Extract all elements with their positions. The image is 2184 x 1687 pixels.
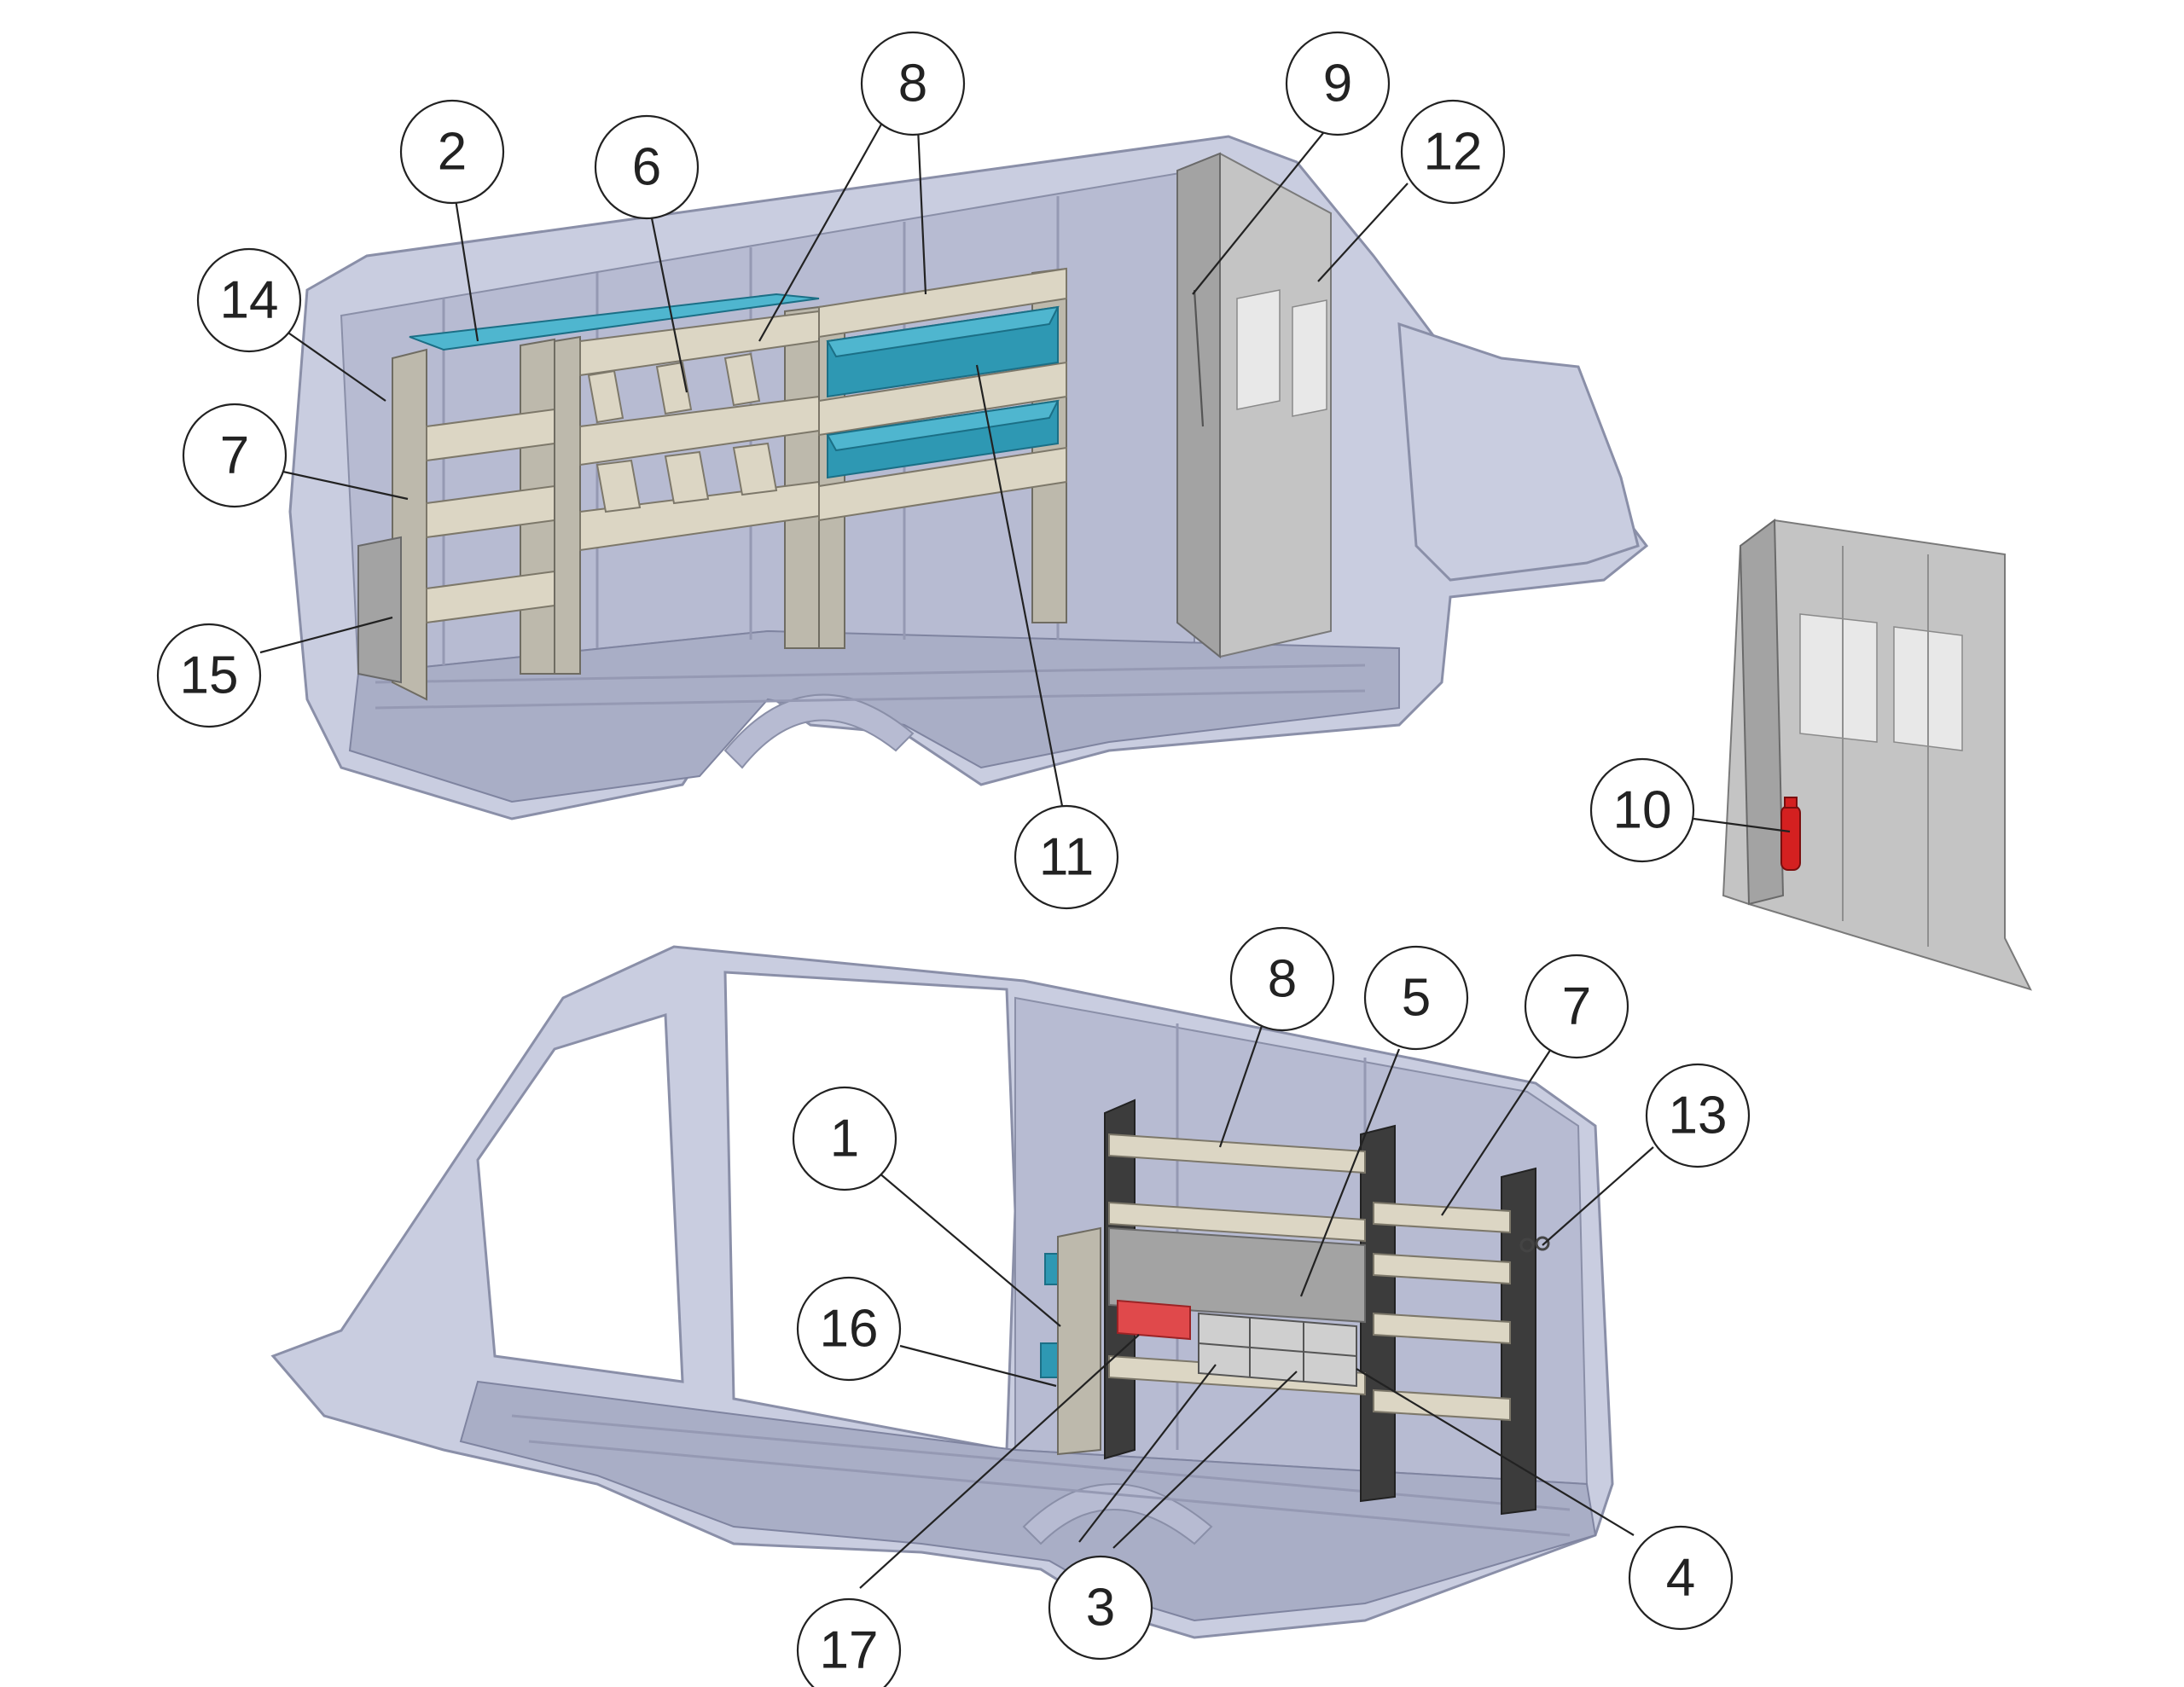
callout-13: 13 [1645, 1063, 1751, 1168]
callout-1: 1 [792, 1086, 897, 1191]
top-bin-cabinet [357, 536, 402, 684]
bottom-van-door-opening [723, 971, 1017, 1452]
svg-text:7: 7 [220, 426, 249, 485]
svg-text:8: 8 [1268, 950, 1297, 1009]
callout-11: 11 [1014, 804, 1119, 910]
svg-text:4: 4 [1666, 1549, 1695, 1608]
svg-text:2: 2 [438, 123, 467, 182]
top-rear-shelf-unit [357, 338, 555, 701]
callout-17: 17 [796, 1597, 902, 1687]
callout-7-top: 7 [182, 403, 288, 508]
top-front-shelf-unit [818, 267, 1067, 649]
back-panel [1108, 1226, 1366, 1324]
callout-15: 15 [156, 623, 262, 728]
svg-text:5: 5 [1402, 969, 1431, 1028]
svg-text:15: 15 [180, 646, 239, 705]
top-partition [1176, 152, 1332, 659]
bottom-van-side-window [476, 1012, 684, 1383]
svg-text:6: 6 [632, 138, 661, 197]
svg-text:3: 3 [1086, 1579, 1115, 1638]
callout-6: 6 [594, 114, 700, 220]
svg-text:8: 8 [898, 55, 927, 113]
svg-text:11: 11 [1039, 828, 1094, 887]
callout-3: 3 [1048, 1555, 1153, 1661]
parts-organizer-red [1117, 1299, 1191, 1341]
top-middle-shelf-unit [554, 305, 820, 675]
svg-text:7: 7 [1562, 977, 1591, 1036]
callout-10: 10 [1589, 757, 1695, 863]
top-van-wheel-arch [723, 693, 915, 769]
bottom-rear-shelf-unit [1373, 1167, 1550, 1516]
callout-7-bottom: 7 [1524, 954, 1629, 1059]
svg-text:14: 14 [220, 271, 279, 330]
callout-8-bottom: 8 [1229, 926, 1335, 1032]
callout-14: 14 [196, 247, 302, 353]
top-van-cab-frame [1397, 322, 1640, 582]
svg-text:9: 9 [1323, 55, 1352, 113]
svg-text:10: 10 [1613, 781, 1672, 840]
hook-icon [1519, 1238, 1535, 1253]
callout-9: 9 [1285, 31, 1391, 136]
svg-text:17: 17 [820, 1621, 879, 1680]
leader-lines [259, 108, 1791, 1589]
callout-5: 5 [1363, 945, 1469, 1051]
callout-16: 16 [796, 1276, 902, 1382]
callout-12: 12 [1400, 99, 1506, 205]
top-blue-tray [409, 293, 820, 351]
callout-4: 4 [1628, 1525, 1734, 1631]
svg-text:1: 1 [830, 1110, 859, 1168]
top-van-illustration [288, 135, 1649, 820]
svg-text:12: 12 [1424, 123, 1483, 182]
fire-extinguisher-icon [1780, 805, 1801, 871]
partition-panel-illustration [1722, 519, 2032, 991]
svg-text:13: 13 [1669, 1087, 1728, 1145]
callout-2: 2 [399, 99, 505, 205]
bottom-van-illustration [270, 945, 1614, 1639]
svg-text:16: 16 [820, 1300, 879, 1359]
callout-8-top: 8 [860, 31, 966, 136]
